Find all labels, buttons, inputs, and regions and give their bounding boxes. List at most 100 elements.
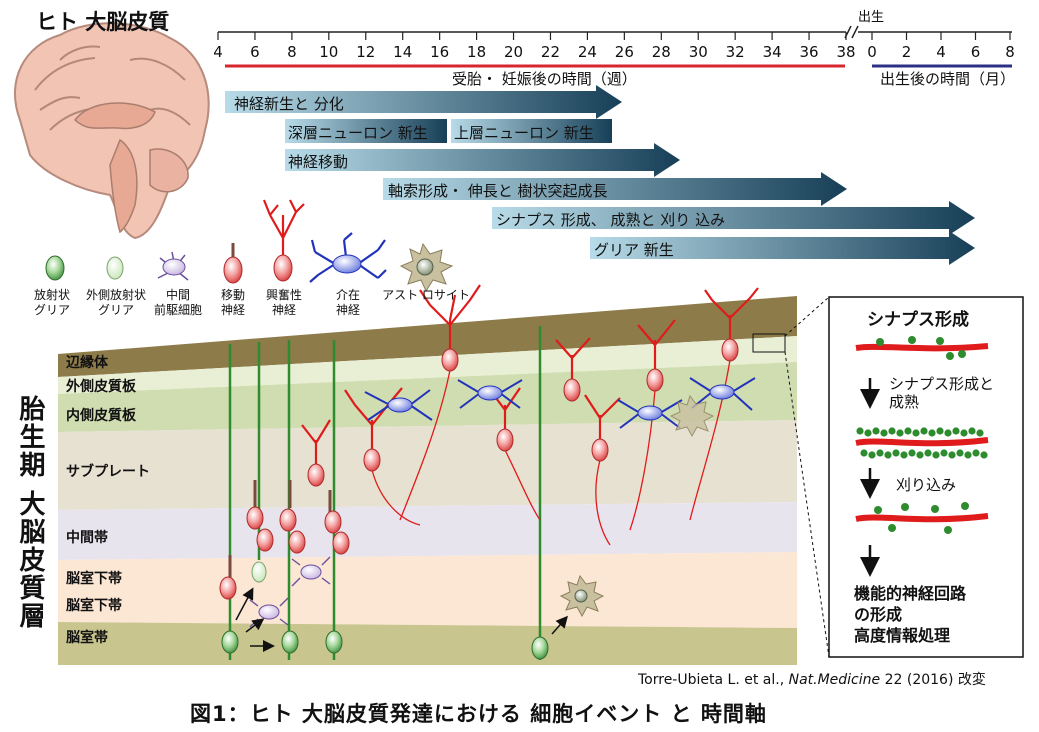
legend-label-outer-radial-glia: 外側放射状 グリア xyxy=(85,288,147,317)
astrocyte-icon xyxy=(399,242,454,293)
synapse-dot xyxy=(900,451,908,459)
event-arrow-gliogenesis xyxy=(590,231,975,265)
citation: Torre-Ubieta L. et al., Nat.Medicine 22 … xyxy=(638,669,986,689)
synapse-dot xyxy=(936,427,944,435)
synapse-dot xyxy=(928,429,936,437)
event-arrow-upper-layer xyxy=(451,119,612,143)
synapse-dot xyxy=(912,429,920,437)
event-arrow-neurogenesis xyxy=(225,85,622,119)
tick-label: 28 xyxy=(651,43,671,61)
synapse-dot xyxy=(920,427,928,435)
prenatal-axis-label: 受胎・ 妊娠後の時間（週） xyxy=(452,70,637,88)
tick-label: 12 xyxy=(356,43,376,61)
legend-label-astrocyte: アスト ロサイト xyxy=(382,288,470,302)
citation-authors: Torre-Ubieta L. et al., xyxy=(638,672,789,688)
migrating-neuron-icon xyxy=(223,243,243,284)
inset-title: シナプス形成 xyxy=(867,310,969,330)
legend-label-interneuron: 介在 神経 xyxy=(335,288,361,317)
timeline-tick-marks xyxy=(217,32,1011,40)
event-arrow-deep-layer xyxy=(285,119,447,143)
event-label-upper-layer: 上層ニューロン 新生 xyxy=(454,124,594,142)
legend-label-intermediate-progenitor: 中間 前駆細胞 xyxy=(153,288,203,317)
event-arrow-migration xyxy=(285,143,680,177)
synapse-dot xyxy=(868,451,876,459)
cortex-interneurons xyxy=(364,377,756,429)
legend-icons xyxy=(45,199,454,293)
tick-label: 2 xyxy=(901,43,912,61)
citation-details: 22 (2016) 改変 xyxy=(880,672,986,688)
legend-label-excitatory-neuron: 興奮性 神経 xyxy=(265,288,303,317)
synapse-dot xyxy=(964,451,972,459)
synapse-dot xyxy=(972,449,980,457)
synapse-dot xyxy=(888,427,896,435)
tick-label: 14 xyxy=(393,43,413,61)
layer-label-marginal-zone: 辺縁体 xyxy=(66,355,108,371)
event-arrow-axon-growth xyxy=(383,172,847,206)
cortex-neurons xyxy=(219,284,759,600)
synapse-inset-box xyxy=(752,296,1024,658)
layer-label-outer-cortical-plate: 外側皮質板 xyxy=(66,379,136,395)
timeline-axis xyxy=(218,25,1012,68)
birth-label: 出生 xyxy=(858,10,885,25)
synapse-dot xyxy=(864,429,872,437)
postnatal-axis-label: 出生後の時間（月） xyxy=(880,70,1016,88)
tick-label: 16 xyxy=(430,43,450,61)
layer-label-outer-subventricular-zone: 脳室下帯 xyxy=(66,571,122,587)
cortical-layers xyxy=(58,296,797,665)
cortex-progenitors xyxy=(221,394,715,660)
tick-label: 20 xyxy=(503,43,524,61)
brain-illustration xyxy=(14,22,210,240)
synapse-dot xyxy=(948,451,956,459)
synapse-dot xyxy=(876,449,884,457)
inset-step-maturation: シナプス形成と 成熟 xyxy=(889,375,995,411)
synapse-dot xyxy=(872,427,880,435)
synapse-dot xyxy=(956,449,964,457)
inset-result: 機能的神経回路 の形成 高度情報処理 xyxy=(854,584,967,645)
synapse-dot xyxy=(916,451,924,459)
synapse-dot xyxy=(944,429,952,437)
brain-title: ヒト 大脳皮質 xyxy=(36,10,170,34)
synapse-dot xyxy=(908,449,916,457)
tick-label: 22 xyxy=(540,43,561,61)
tick-label: 34 xyxy=(762,43,782,61)
tick-label: 4 xyxy=(213,43,223,61)
synapse-dot xyxy=(940,449,948,457)
intermediate-progenitor-icon xyxy=(157,251,189,281)
legend-label-radial-glia: 放射状 グリア xyxy=(33,288,71,317)
synapse-dot xyxy=(932,451,940,459)
layer-label-intermediate-zone: 中間帯 xyxy=(66,530,108,546)
synapse-dot xyxy=(860,449,868,457)
tick-label: 6 xyxy=(250,43,260,61)
event-label-axon-growth: 軸索形成・ 伸長と 樹状突起成長 xyxy=(388,182,608,200)
tick-label: 8 xyxy=(287,43,297,61)
synapse-dot xyxy=(892,449,900,457)
interneuron-icon xyxy=(309,232,387,283)
synapse-dot xyxy=(904,427,912,435)
event-arrows xyxy=(225,85,975,265)
tick-label: 6 xyxy=(970,43,981,61)
event-label-synaptogenesis: シナプス 形成、 成熟と 刈り 込み xyxy=(496,211,726,229)
synapse-dot xyxy=(976,429,984,437)
synapse-dot xyxy=(924,449,932,457)
layer-label-inner-subventricular-zone: 脳室下帯 xyxy=(66,598,122,614)
event-arrow-synaptogenesis xyxy=(492,201,975,235)
legend-label-migrating-neuron: 移動 神経 xyxy=(220,288,246,317)
layer-label-inner-cortical-plate: 内側皮質板 xyxy=(66,408,136,424)
tick-label: 4 xyxy=(936,43,946,61)
tick-label: 26 xyxy=(614,43,634,61)
figure-caption: 図1：ヒト 大脳皮質発達における 細胞イベント と 時間軸 xyxy=(190,702,767,726)
layer-label-subplate: サブプレート xyxy=(66,464,150,480)
event-label-neurogenesis: 神経新生と 分化 xyxy=(234,95,344,113)
synapse-dot xyxy=(968,427,976,435)
synapse-dot xyxy=(856,427,864,435)
synapse-dot xyxy=(960,429,968,437)
tick-label: 38 xyxy=(836,43,856,61)
tick-label: 18 xyxy=(467,43,487,61)
synapse-dot xyxy=(884,451,892,459)
event-label-migration: 神経移動 xyxy=(288,153,349,171)
layer-label-ventricular-zone: 脳室帯 xyxy=(66,630,108,646)
tick-label: 8 xyxy=(1005,43,1015,61)
tick-label: 36 xyxy=(799,43,819,61)
inset-step-pruning: 刈り込み xyxy=(896,476,957,494)
tick-label: 30 xyxy=(688,43,708,61)
